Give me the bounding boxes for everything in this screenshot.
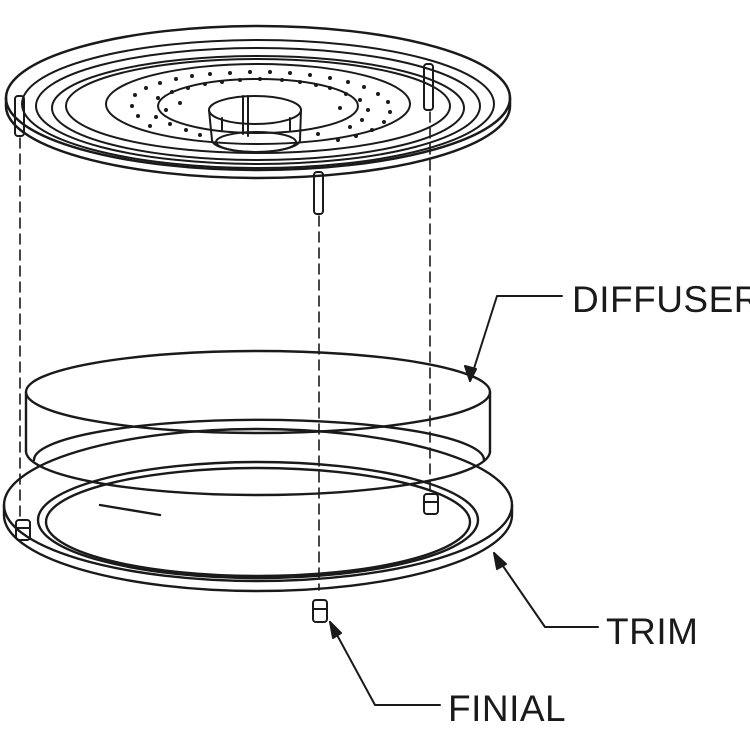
diffuser [24,349,492,497]
finial-nuts [15,493,439,623]
assembly-guide-lines [19,111,431,591]
diffuser-label: DIFFUSER [572,279,750,320]
leader-lines [329,295,599,706]
mounting-studs [14,63,434,215]
perforation-holes [130,70,392,142]
base-plate [4,24,512,215]
finial-label: FINIAL [448,688,567,729]
trim-ring [2,427,514,593]
trim-label: TRIM [606,611,699,652]
center-hub [208,95,302,153]
